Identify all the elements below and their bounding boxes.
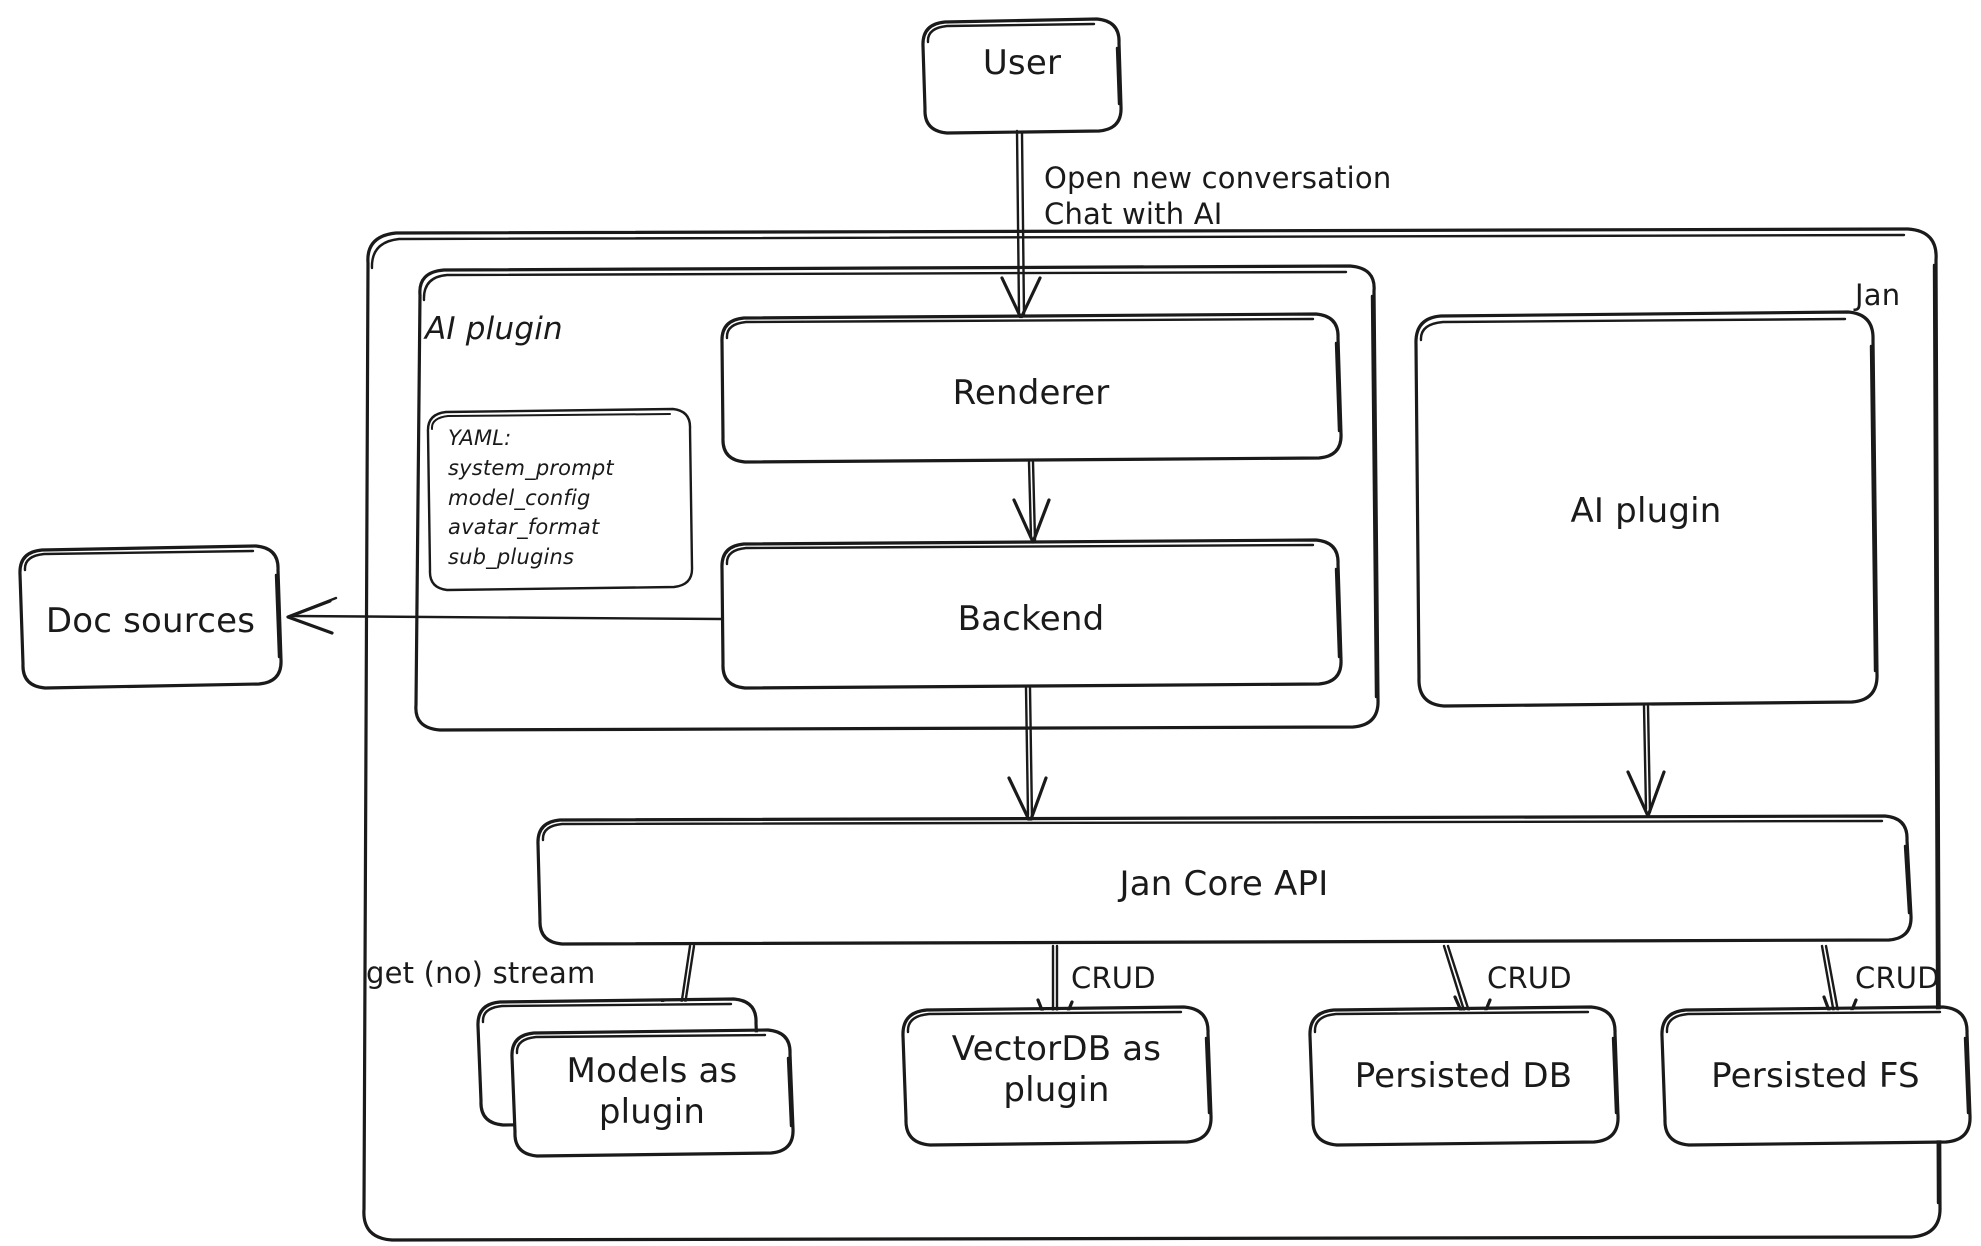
renderer-label: Renderer [952,373,1110,413]
edge-renderer-to-backend [1012,460,1051,544]
persisted-fs-box-shape [1660,1005,1972,1147]
user-box-shape [921,17,1123,135]
backend-label: Backend [957,599,1105,639]
vectordb-as-plugin-label: VectorDB as plugin [951,1029,1162,1111]
persisted-db-box-shape [1308,1005,1620,1147]
edge-label-user-to-renderer: Open new conversation Chat with AI [1044,161,1392,232]
edge-ai-plugin-to-core [1626,704,1666,818]
edge-label-get-no-stream: get (no) stream [366,956,596,990]
jan-core-api-label: Jan Core API [1119,864,1329,904]
edge-label-crud-persisted-db: CRUD [1487,961,1572,995]
doc-sources-label: Doc sources [45,601,256,641]
edge-user-to-renderer [1000,129,1042,320]
models-as-plugin-box-shape [476,997,795,1158]
ai-plugin-group-shape [414,264,1380,732]
user-label: User [982,43,1062,83]
ai-plugin-group-label: AI plugin [425,311,563,347]
jan-core-api-box-shape [536,814,1913,946]
backend-box-shape [720,538,1343,690]
yaml-box-label: YAML: system_prompt model_config avatar_… [448,426,614,570]
persisted-db-label: Persisted DB [1354,1056,1573,1096]
renderer-box-shape [720,312,1343,464]
models-as-plugin-label: Models as plugin [566,1051,738,1133]
edge-label-crud-persisted-fs: CRUD [1855,961,1940,995]
ai-plugin-right-label: AI plugin [1570,491,1722,531]
edge-backend-to-core [1007,686,1048,824]
edge-label-crud-vectordb: CRUD [1071,961,1156,995]
edge-backend-to-doc-sources [286,596,724,635]
yaml-box-shape [426,407,694,592]
doc-sources-box-shape [18,544,283,690]
persisted-fs-label: Persisted FS [1711,1056,1920,1096]
vectordb-as-plugin-box-shape [901,1005,1213,1147]
jan-container-label: Jan [1855,278,1901,312]
ai-plugin-right-box-shape [1414,310,1879,708]
